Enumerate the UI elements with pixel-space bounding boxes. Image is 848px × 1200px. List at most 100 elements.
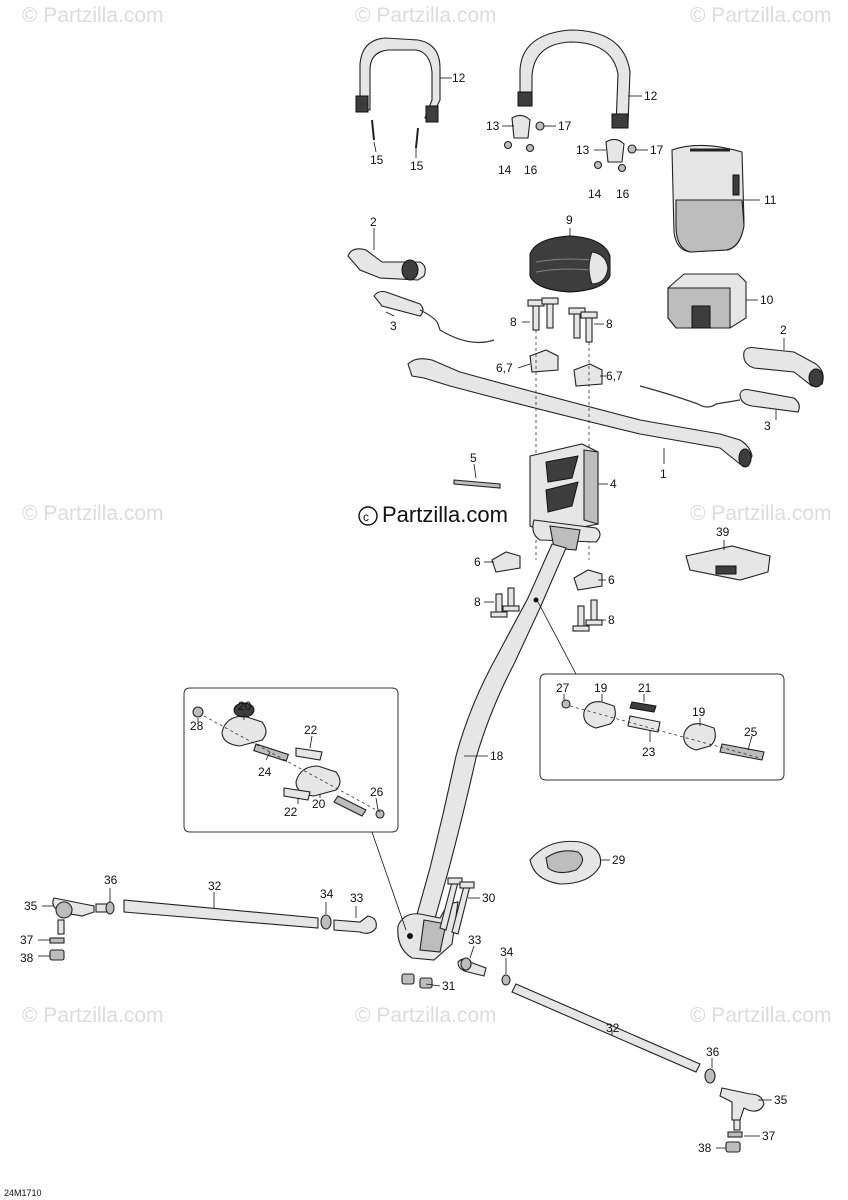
callout-22: 22 xyxy=(304,723,318,737)
callout-36: 36 xyxy=(104,873,118,887)
callout-24: 24 xyxy=(258,765,272,779)
callout-19: 19 xyxy=(692,705,706,719)
callout-6: 6 xyxy=(474,555,481,569)
hand-guard-right xyxy=(517,29,631,129)
callout-23: 23 xyxy=(642,745,656,759)
clamp-hardware xyxy=(503,114,637,173)
callout-3: 3 xyxy=(390,319,397,333)
watermark-text: © Partzilla.com xyxy=(690,4,832,27)
callout-35: 35 xyxy=(774,1093,788,1107)
brand-watermark-text: Partzilla.com xyxy=(382,502,508,527)
watermark-text: © Partzilla.com xyxy=(690,502,832,525)
callout-12: 12 xyxy=(452,71,466,85)
watermark-text: © Partzilla.com xyxy=(22,1004,164,1027)
callout-17: 17 xyxy=(650,143,664,157)
callout-34: 34 xyxy=(500,945,514,959)
callout-38: 38 xyxy=(698,1141,712,1155)
callout-6: 6 xyxy=(608,573,615,587)
grip-right xyxy=(743,346,824,388)
detail-box-left xyxy=(183,687,407,931)
callout-4: 4 xyxy=(610,477,617,491)
callout-18: 18 xyxy=(490,749,504,763)
callout-31: 31 xyxy=(442,979,456,993)
callout-2: 2 xyxy=(780,323,787,337)
callout-19: 19 xyxy=(594,681,608,695)
callout-21: 21 xyxy=(638,681,652,695)
callout-35: 35 xyxy=(24,899,38,913)
callout-33: 33 xyxy=(468,933,482,947)
callout-37: 37 xyxy=(20,933,34,947)
callout-34: 34 xyxy=(320,887,334,901)
watermark-text: © Partzilla.com xyxy=(22,4,164,27)
callout-38: 38 xyxy=(20,951,34,965)
callout-26: 26 xyxy=(370,785,384,799)
callout-8: 8 xyxy=(608,613,615,627)
callout-30: 30 xyxy=(482,891,496,905)
part-39-plate xyxy=(685,545,771,581)
callout-37: 37 xyxy=(762,1129,776,1143)
watermark-text: © Partzilla.com xyxy=(22,502,164,525)
callout-15: 15 xyxy=(410,159,424,173)
part-9-pad xyxy=(529,235,611,293)
tie-rod-left xyxy=(49,897,377,961)
callout-27: 27 xyxy=(556,681,570,695)
detail-box-right xyxy=(537,601,785,781)
callout-2: 2 xyxy=(370,215,377,229)
part-11-cover xyxy=(671,144,745,253)
watermark-text: © Partzilla.com xyxy=(355,1004,497,1027)
callout-22: 22 xyxy=(284,805,298,819)
callout-12: 12 xyxy=(644,89,658,103)
callout-13: 13 xyxy=(576,143,590,157)
callout-8: 8 xyxy=(510,315,517,329)
callout-39: 39 xyxy=(716,525,730,539)
part-1-handlebar xyxy=(407,358,753,468)
callout-17: 17 xyxy=(558,119,572,133)
callout-labels: 12 12 15 15 13 17 14 16 13 17 14 16 11 1… xyxy=(20,71,788,1155)
grip-heater-left xyxy=(373,290,495,343)
callout-33: 33 xyxy=(350,891,364,905)
callout-20: 20 xyxy=(238,699,252,713)
callout-16: 16 xyxy=(524,163,538,177)
callout-9: 9 xyxy=(566,213,573,227)
callout-11: 11 xyxy=(764,193,777,207)
part-30-bolts xyxy=(439,877,475,935)
part-31-nuts xyxy=(401,973,433,989)
callout-5: 5 xyxy=(470,451,477,465)
diagram-code: 24M1710 xyxy=(4,1188,42,1198)
grip-heater-right xyxy=(639,385,800,413)
callout-20: 20 xyxy=(312,797,326,811)
callout-10: 10 xyxy=(760,293,774,307)
svg-text:c: c xyxy=(363,510,369,524)
watermark-text: © Partzilla.com xyxy=(355,4,497,27)
callout-6-7: 6,7 xyxy=(606,369,623,383)
callout-15: 15 xyxy=(370,153,384,167)
callout-32: 32 xyxy=(606,1021,620,1035)
callout-16: 16 xyxy=(616,187,630,201)
watermark-text: © Partzilla.com xyxy=(690,1004,832,1027)
part-5-shim xyxy=(453,479,501,489)
callout-36: 36 xyxy=(706,1045,720,1059)
callout-32: 32 xyxy=(208,879,222,893)
hand-guard-left xyxy=(355,37,441,149)
lower-clamp-hardware xyxy=(490,551,603,632)
callout-8: 8 xyxy=(474,595,481,609)
callout-25: 25 xyxy=(744,725,758,739)
upper-clamp-hardware xyxy=(527,297,603,560)
callout-6-7: 6,7 xyxy=(496,361,513,375)
grip-left xyxy=(347,248,426,281)
brand-watermark: c Partzilla.com xyxy=(358,502,508,527)
watermark-layer: © Partzilla.com © Partzilla.com © Partzi… xyxy=(22,4,832,1027)
steering-column-top xyxy=(532,519,601,551)
callout-13: 13 xyxy=(486,119,500,133)
tie-rod-right xyxy=(457,957,765,1153)
callout-29: 29 xyxy=(612,853,626,867)
part-10-block xyxy=(667,273,747,329)
callout-14: 14 xyxy=(498,163,512,177)
callout-14: 14 xyxy=(588,187,602,201)
callout-1: 1 xyxy=(660,467,667,481)
callout-8: 8 xyxy=(606,317,613,331)
callout-3: 3 xyxy=(764,419,771,433)
leader-lines xyxy=(38,77,785,1149)
callout-28: 28 xyxy=(190,719,204,733)
